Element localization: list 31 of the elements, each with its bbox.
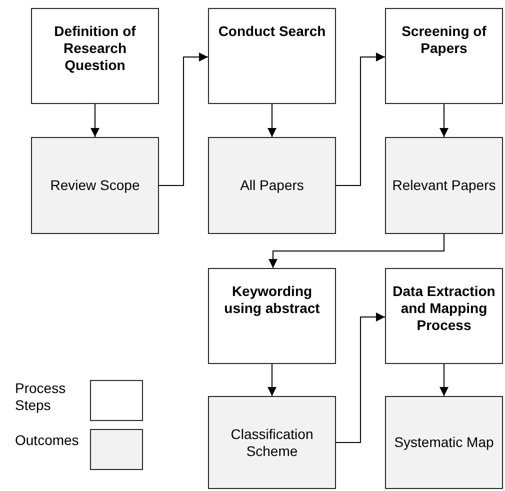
arrow — [268, 364, 276, 396]
legend-label: Process Steps — [15, 380, 67, 414]
outcome-box — [385, 137, 503, 234]
process-box — [385, 268, 503, 364]
arrow — [268, 234, 444, 268]
process-step-label: Data Extraction and Mapping Process — [392, 283, 496, 334]
outcome-label: Relevant Papers — [392, 177, 496, 194]
outcome-label: Review Scope — [50, 177, 140, 194]
arrow — [158, 52, 208, 186]
process-step-label: Definition of Research Question — [53, 23, 137, 74]
outcome-box — [208, 137, 336, 234]
outcome-label: Systematic Map — [394, 434, 494, 451]
arrow — [90, 104, 100, 138]
outcome-box — [385, 396, 503, 489]
arrow — [440, 364, 448, 396]
process-step-label: Conduct Search — [218, 23, 326, 40]
outcome-label: Classification Scheme — [230, 426, 314, 460]
process-box — [31, 8, 159, 104]
arrow — [336, 312, 386, 443]
outcome-label: All Papers — [240, 177, 304, 194]
process-box — [385, 8, 503, 104]
legend-label: Outcomes — [15, 432, 80, 449]
process-box — [208, 8, 336, 104]
process-step-label: Screening of Papers — [400, 23, 488, 57]
arrow — [268, 104, 276, 138]
arrow — [336, 52, 386, 186]
process-box — [208, 268, 336, 364]
outcome-box — [208, 396, 336, 489]
process-step-label: Keywording using abstract — [223, 283, 321, 317]
arrow — [440, 104, 448, 138]
outcome-box — [31, 137, 159, 234]
